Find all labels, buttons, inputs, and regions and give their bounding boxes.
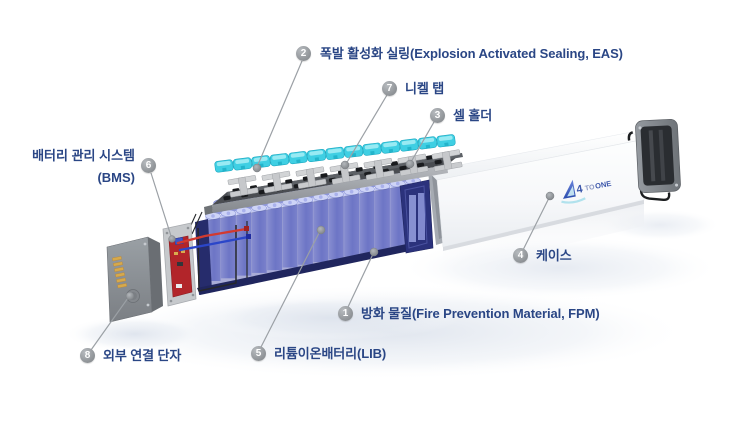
number-badge-bms: 6 (141, 158, 156, 173)
leader-line-lib (260, 232, 320, 348)
number-badge-cell-holder: 3 (430, 108, 445, 123)
callout-label-lib: 리튬이온배터리(LIB) (274, 346, 387, 361)
logo-text-to: TO (584, 184, 595, 193)
leader-dot-cell-holder (405, 159, 415, 169)
four-to-one-logo: 4 TO ONE (561, 179, 612, 204)
callout-label-terminal: 외부 연결 단자 (103, 348, 182, 363)
callout-label-fpm: 방화 물질(Fire Prevention Material, FPM) (361, 306, 600, 321)
leader-dot-fpm (369, 247, 379, 257)
case-illustration: 4 TO ONE (427, 131, 645, 273)
terminal-gold-pins (111, 256, 128, 289)
leader-dot-terminal (125, 291, 135, 301)
external-terminal-illustration (106, 236, 163, 323)
container-bottom-edge (197, 241, 424, 295)
callout-label-bms: 배터리 관리 시스템 (BMS) (8, 145, 135, 189)
number-badge-case: 4 (513, 248, 528, 263)
logo-text-one: ONE (594, 179, 612, 191)
number-badge-eas: 2 (296, 46, 311, 61)
callout-label-nickel-tab: 니켈 탭 (405, 81, 445, 96)
power-wires (176, 226, 251, 252)
number-badge-terminal: 8 (80, 348, 95, 363)
leader-dot-lib (316, 225, 326, 235)
leader-dot-case (545, 191, 555, 201)
leader-lines (90, 60, 555, 351)
container-right-wall (399, 179, 434, 254)
callout-label-case: 케이스 (536, 248, 572, 263)
leader-line-terminal (90, 297, 129, 351)
leader-line-cell-holder (410, 121, 435, 163)
leader-dot-bms (168, 235, 176, 243)
bms-label-line2: (BMS) (97, 170, 135, 185)
leader-line-bms (150, 172, 172, 237)
end-cap-illustration (627, 118, 681, 202)
leader-line-eas (256, 60, 303, 168)
leader-line-nickel-tab (345, 94, 388, 165)
leader-line-case (522, 197, 550, 251)
leader-dot-eas (252, 163, 262, 173)
number-badge-nickel-tab: 7 (382, 81, 397, 96)
callout-label-eas: 폭발 활성화 실링(Explosion Activated Sealing, E… (320, 46, 623, 61)
leader-line-fpm (347, 253, 374, 308)
bms-board-illustration (162, 222, 197, 307)
logo-text-4: 4 (576, 183, 585, 196)
callout-label-cell-holder: 셀 홀더 (453, 108, 493, 123)
number-badge-lib: 5 (251, 346, 266, 361)
bms-label-line1: 배터리 관리 시스템 (32, 148, 135, 163)
number-badge-fpm: 1 (338, 306, 353, 321)
leader-dot-nickel-tab (340, 160, 350, 170)
